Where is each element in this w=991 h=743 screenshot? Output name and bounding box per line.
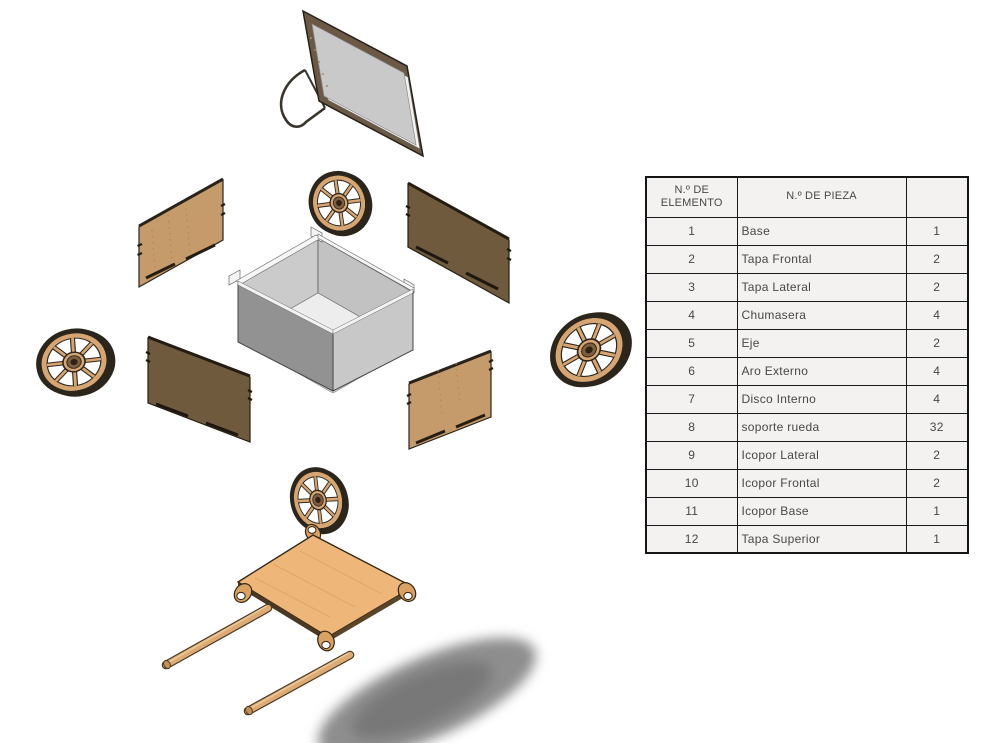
part-icopor-box[interactable] [228,226,415,394]
box-rim-se [332,288,414,335]
bom-row: 12 Tapa Superior 1 [645,524,969,554]
bom-cell-element-no[interactable]: 7 [645,384,738,414]
bom-cell-qty[interactable]: 1 [905,496,969,526]
bom-cell-qty[interactable]: 2 [905,328,969,358]
bom-cell-element-no[interactable]: 4 [645,300,738,330]
bom-cell-part-name[interactable]: Tapa Superior [736,524,907,554]
part-tapa-frontal-upper-right[interactable] [405,181,512,305]
bom-cell-element-no[interactable]: 12 [645,524,738,554]
bom-row: 6 Aro Externo 4 [645,356,969,386]
bom-cell-qty[interactable]: 32 [905,412,969,442]
part-tapa-lateral-lower-right[interactable] [406,349,494,450]
bom-row: 4 Chumasera 4 [645,300,969,330]
bom-body: 1 Base 1 2 Tapa Frontal 2 3 Tapa Lateral… [645,216,969,554]
bom-cell-element-no[interactable]: 3 [645,272,738,302]
part-tapa-frontal-lower-left[interactable] [145,335,253,443]
box-rim-ne [317,233,415,293]
part-rueda-wheel-left[interactable] [32,322,120,402]
bom-cell-part-name[interactable]: Icopor Frontal [736,468,907,498]
axle-end-cap [163,659,171,670]
bom-cell-part-name[interactable]: soporte rueda [736,412,907,442]
bom-row: 5 Eje 2 [645,328,969,358]
base-edge-ws [238,582,328,642]
lid-handle [279,68,326,128]
bom-cell-part-name[interactable]: Chumasera [736,300,907,330]
axle-end-cap [245,705,253,716]
part-rueda-wheel-right[interactable] [539,299,643,400]
bom-cell-qty[interactable]: 2 [905,468,969,498]
part-eje-axle-1[interactable] [161,603,273,670]
part-tapa-lateral-upper-left[interactable] [137,177,226,289]
lid-panel-face [311,23,417,146]
bom-cell-qty[interactable]: 1 [905,216,969,246]
bom-cell-qty[interactable]: 4 [905,384,969,414]
bom-cell-part-name[interactable]: Disco Interno [736,384,907,414]
bom-cell-part-name[interactable]: Eje [736,328,907,358]
bom-header-part-no: N.º DE PIEZA [736,176,907,218]
bom-cell-element-no[interactable]: 6 [645,356,738,386]
bom-row: 2 Tapa Frontal 2 [645,244,969,274]
chumasera-hole-east [403,591,413,601]
bom-table: N.º DE ELEMENTO N.º DE PIEZA 1 Base 1 2 … [645,176,969,554]
bom-row: 10 Icopor Frontal 2 [645,468,969,498]
base-edge-se [328,587,413,642]
cast-shadow [317,637,537,743]
bom-cell-qty[interactable]: 4 [905,356,969,386]
chumasera-hole-west [236,591,246,601]
part-base-platform[interactable] [231,522,420,653]
bom-header-element-no: N.º DE ELEMENTO [645,176,738,218]
bom-header-qty [905,176,969,218]
part-eje-axle-2[interactable] [243,650,355,716]
bom-row: 11 Icopor Base 1 [645,496,969,526]
bom-cell-part-name[interactable]: Tapa Lateral [736,272,907,302]
bom-cell-element-no[interactable]: 1 [645,216,738,246]
bom-cell-element-no[interactable]: 5 [645,328,738,358]
bom-cell-element-no[interactable]: 11 [645,496,738,526]
bom-cell-part-name[interactable]: Aro Externo [736,356,907,386]
bom-cell-qty[interactable]: 2 [905,440,969,470]
bom-row: 7 Disco Interno 4 [645,384,969,414]
base-top-face [236,534,415,638]
lid-perforation-dots [310,37,328,87]
bom-header-row: N.º DE ELEMENTO N.º DE PIEZA [645,176,969,218]
bom-row: 3 Tapa Lateral 2 [645,272,969,302]
bom-cell-qty[interactable]: 1 [905,524,969,554]
bom-cell-element-no[interactable]: 8 [645,412,738,442]
chumasera-hole-south [321,640,331,650]
base-wood-grain [254,550,383,618]
part-tapa-superior-lid[interactable] [279,9,425,158]
bom-cell-element-no[interactable]: 10 [645,468,738,498]
bom-cell-part-name[interactable]: Base [736,216,907,246]
part-rueda-wheel-bottom[interactable] [285,463,353,538]
bom-cell-part-name[interactable]: Icopor Base [736,496,907,526]
bom-cell-element-no[interactable]: 2 [645,244,738,274]
bom-cell-qty[interactable]: 2 [905,272,969,302]
bom-cell-part-name[interactable]: Tapa Frontal [736,244,907,274]
bom-cell-qty[interactable]: 4 [905,300,969,330]
bom-row: 1 Base 1 [645,216,969,246]
bom-row: 9 Icopor Lateral 2 [645,440,969,470]
bom-row: 8 soporte rueda 32 [645,412,969,442]
bom-cell-qty[interactable]: 2 [905,244,969,274]
chumasera-hole-north [307,526,317,534]
bom-cell-part-name[interactable]: Icopor Lateral [736,440,907,470]
bom-cell-element-no[interactable]: 9 [645,440,738,470]
